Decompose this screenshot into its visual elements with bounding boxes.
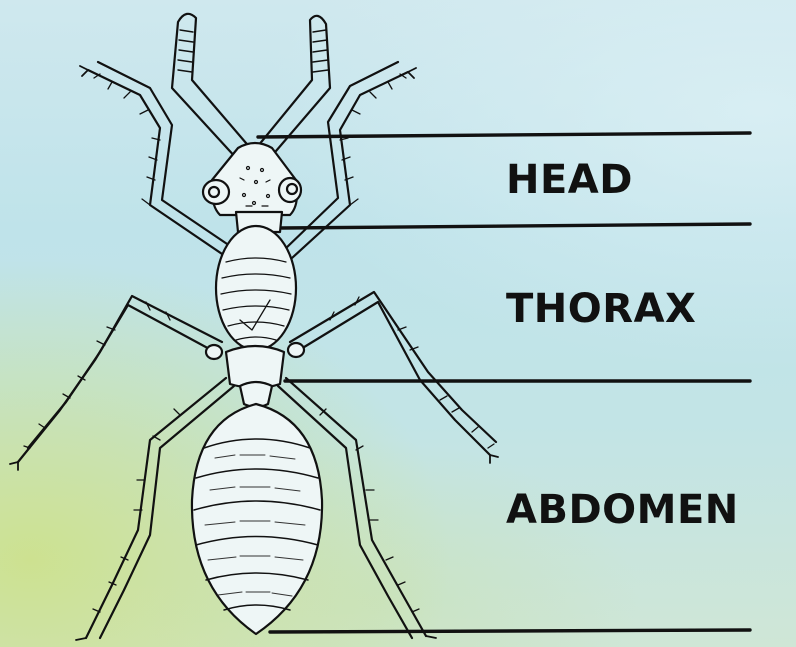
ant-head <box>203 143 301 232</box>
head-top-line <box>258 133 750 137</box>
leader-lines <box>258 133 750 632</box>
head-thorax-divider-line <box>282 224 750 228</box>
abdomen-label: ABDOMEN <box>506 490 739 530</box>
ant-abdomen <box>192 404 322 634</box>
head-label: HEAD <box>506 160 633 200</box>
abdomen-bottom-line <box>270 630 750 632</box>
thorax-label: THORAX <box>506 289 696 329</box>
